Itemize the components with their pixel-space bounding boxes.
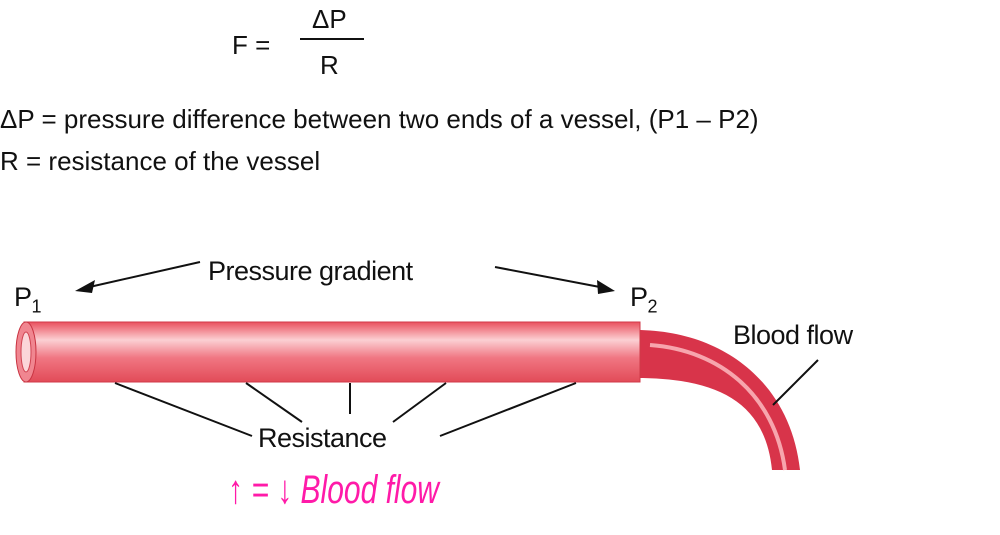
p1-label: P1: [14, 282, 42, 317]
fraction-bar: [300, 38, 364, 40]
formula-denominator: R: [320, 50, 339, 80]
p2-text: P: [630, 282, 648, 312]
curved-vessel: [636, 330, 800, 470]
p2-subscript: 2: [647, 296, 658, 317]
formula-lhs: F =: [232, 30, 271, 60]
definition-delta-p: ΔP = pressure difference between two end…: [0, 104, 759, 134]
p1-subscript: 1: [31, 296, 42, 317]
pressure-gradient-label: Pressure gradient: [208, 256, 413, 286]
arrow-left-icon: [75, 280, 95, 293]
resistance-label: Resistance: [258, 423, 387, 453]
p1-text: P: [14, 282, 32, 312]
pressure-arrows: [84, 261, 606, 289]
blood-flow-label: Blood flow: [733, 320, 853, 350]
p2-label: P2: [630, 282, 658, 317]
straight-vessel: [23, 321, 641, 383]
definition-r: R = resistance of the vessel: [0, 146, 321, 176]
curved-vessel-highlight: [649, 343, 787, 471]
arrow-right-icon: [597, 280, 615, 294]
handwritten-annotation: ↑ = ↓ Blood flow: [228, 468, 439, 512]
formula-numerator: ΔP: [312, 4, 347, 34]
resistance-leaders: [114, 359, 819, 437]
